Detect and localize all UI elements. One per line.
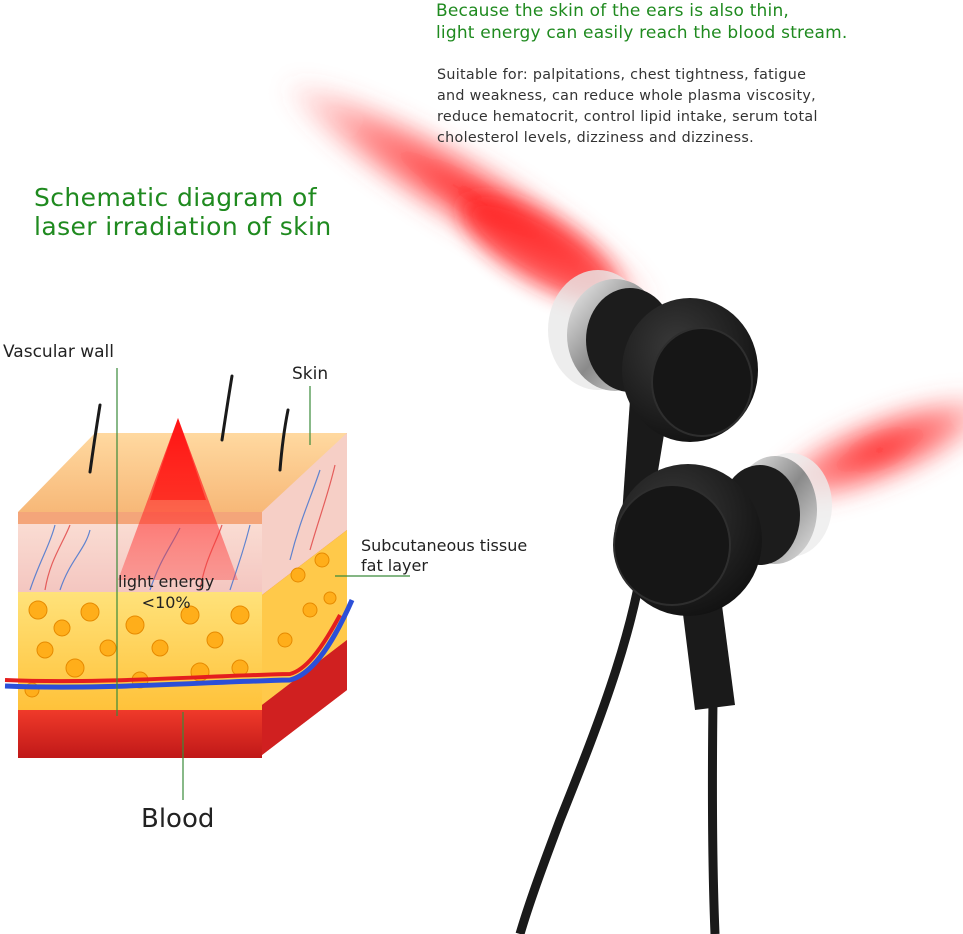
diagram-title-line-2: laser irradiation of skin bbox=[34, 212, 332, 241]
suitable-line-1: Suitable for: palpitations, chest tightn… bbox=[437, 67, 807, 83]
label-light-energy: light energy <10% bbox=[118, 571, 214, 613]
suitable-line-3: reduce hematocrit, control lipid intake,… bbox=[437, 109, 818, 125]
label-skin: Skin bbox=[292, 364, 329, 384]
suitable-line-4: cholesterol levels, dizziness and dizzin… bbox=[437, 130, 754, 146]
suitable-for-text: Suitable for: palpitations, chest tightn… bbox=[437, 65, 818, 149]
label-vascular-wall: Vascular wall bbox=[3, 342, 115, 362]
ear-skin-intro: Because the skin of the ears is also thi… bbox=[436, 0, 848, 44]
diagram-title: Schematic diagram of laser irradiation o… bbox=[34, 183, 332, 241]
label-blood: Blood bbox=[141, 804, 215, 834]
leader-lines bbox=[116, 368, 410, 800]
label-light-energy-line-1: light energy bbox=[118, 572, 215, 591]
suitable-line-2: and weakness, can reduce whole plasma vi… bbox=[437, 88, 816, 104]
label-subcutaneous-line-2: fat layer bbox=[361, 556, 428, 575]
label-subcutaneous-line-1: Subcutaneous tissue bbox=[361, 536, 528, 555]
label-subcutaneous: Subcutaneous tissue fat layer bbox=[361, 536, 527, 576]
intro-line-1: Because the skin of the ears is also thi… bbox=[436, 1, 790, 21]
earphones-illustration bbox=[515, 270, 832, 934]
diagram-title-line-1: Schematic diagram of bbox=[34, 183, 317, 212]
intro-line-2: light energy can easily reach the blood … bbox=[436, 23, 848, 43]
skin-block-diagram bbox=[4, 374, 355, 758]
label-light-energy-line-2: <10% bbox=[141, 593, 191, 612]
